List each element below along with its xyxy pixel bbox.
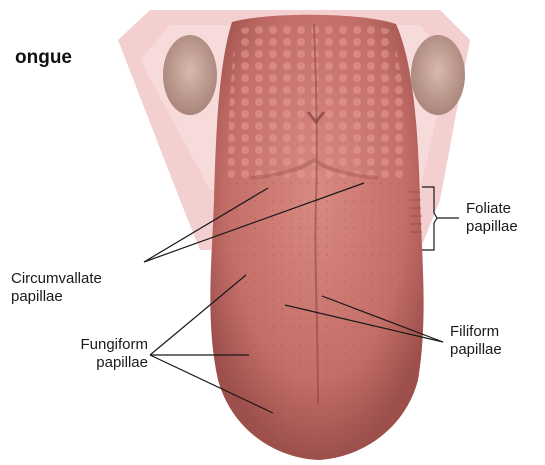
tongue-papillae-texture-upper bbox=[228, 23, 408, 181]
right-tonsil bbox=[411, 35, 465, 115]
label-fungiform-papillae: Fungiform papillae bbox=[30, 336, 148, 372]
label-filiform-papillae: Filiform papillae bbox=[450, 323, 502, 359]
label-foliate-papillae: Foliate papillae bbox=[466, 200, 518, 236]
label-circumvallate-papillae: Circumvallate papillae bbox=[11, 270, 102, 306]
left-tonsil bbox=[163, 35, 217, 115]
tongue-papillae-texture-lower bbox=[220, 180, 417, 452]
